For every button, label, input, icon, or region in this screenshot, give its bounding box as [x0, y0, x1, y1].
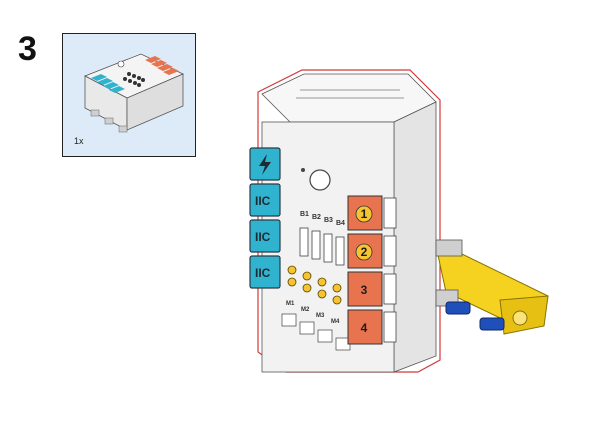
button-label-b2: B2 — [312, 214, 321, 221]
motor-label-m2: M2 — [301, 307, 310, 313]
iic-port-3 — [249, 255, 281, 289]
button-label-b3: B3 — [324, 217, 333, 224]
motor-labels: M1 M2 M3 M4 — [286, 301, 340, 325]
lightning-icon — [259, 154, 271, 175]
parts-list-box: 1x — [62, 33, 196, 157]
port-label-4: 4 — [361, 321, 368, 335]
controller-thumbnail — [84, 53, 184, 133]
motor-label-m4: M4 — [331, 319, 340, 325]
port-3 — [347, 271, 383, 307]
button-label-b1: B1 — [300, 211, 309, 218]
sensor-lens — [309, 169, 331, 191]
motor-label-m3: M3 — [316, 313, 325, 319]
port-4 — [347, 309, 383, 345]
left-ports — [249, 147, 281, 289]
port-label-2: 2 — [361, 245, 368, 259]
port-label-1: 1 — [361, 207, 368, 221]
part-quantity: 1x — [74, 136, 84, 146]
right-ports — [347, 195, 383, 345]
motor-jacks — [287, 265, 342, 305]
button-label-b4: B4 — [336, 220, 345, 227]
iic-port-label-1: IIC — [255, 194, 271, 208]
iic-port-2 — [249, 219, 281, 253]
iic-port-label-2: IIC — [255, 230, 271, 244]
button-labels: B1 B2 B3 B4 — [300, 211, 345, 227]
motor-label-m1: M1 — [286, 301, 295, 307]
yellow-beam — [435, 239, 549, 335]
iic-port-label-3: IIC — [255, 266, 271, 280]
step-number: 3 — [18, 30, 37, 68]
port-label-3: 3 — [361, 283, 368, 297]
blue-pins — [445, 301, 505, 331]
iic-port-1 — [249, 183, 281, 217]
